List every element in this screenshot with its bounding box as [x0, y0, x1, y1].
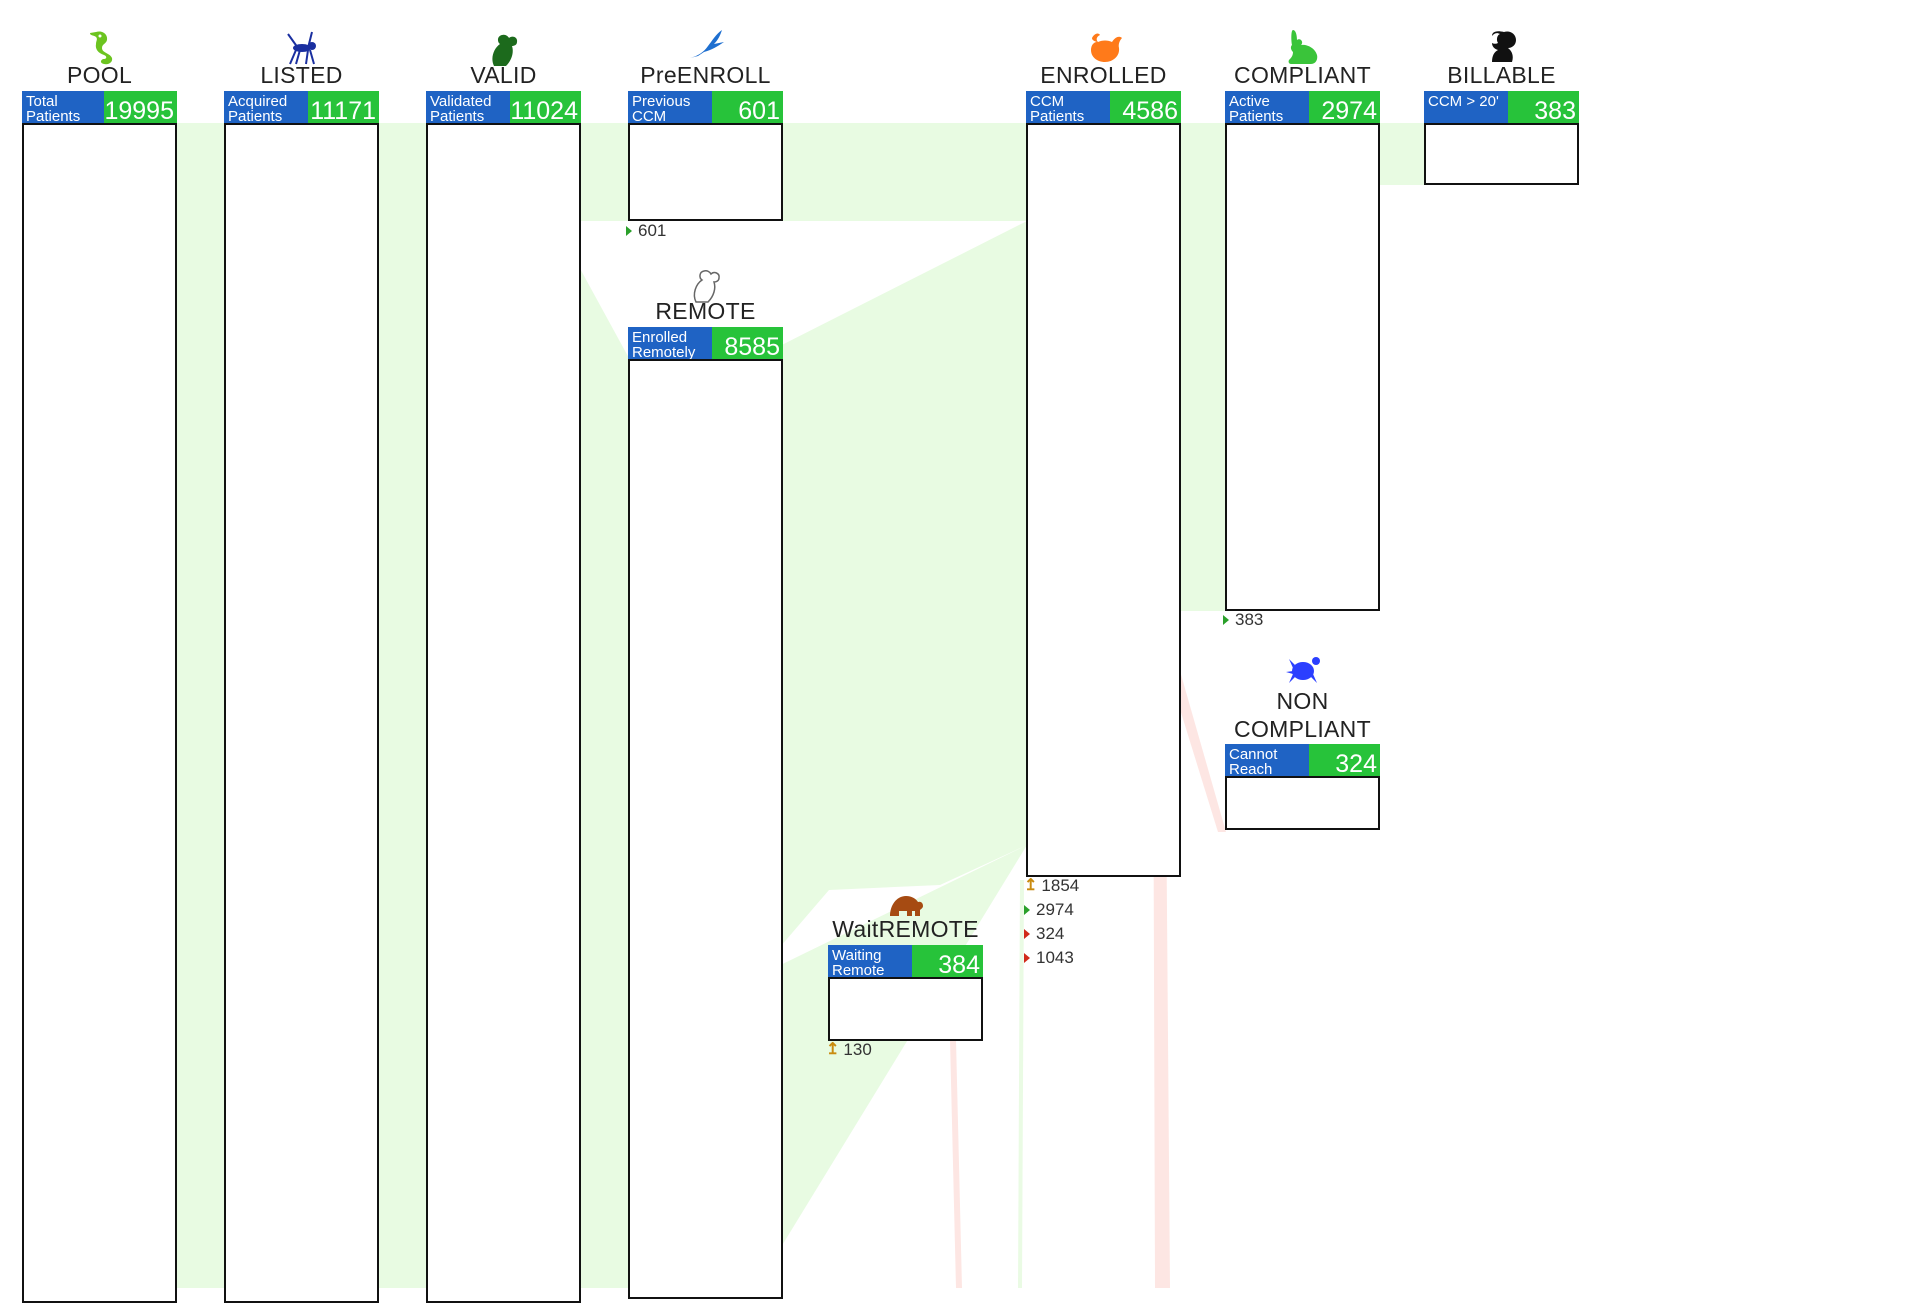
stage-title: POOL: [66, 62, 133, 88]
stage-title: VALID: [470, 62, 537, 88]
ant-icon: [224, 28, 379, 76]
drop-arrow-icon: [1024, 929, 1030, 939]
up-arrow-icon: ↥: [1024, 877, 1038, 894]
stat-value: 1854: [1041, 876, 1080, 895]
stage-title: LISTED: [260, 62, 343, 88]
hen-icon: [1026, 28, 1181, 76]
flow-waitremote-thin: [1018, 880, 1024, 1288]
stage-box: [1225, 776, 1380, 830]
compliant-stats: 383: [1223, 608, 1263, 632]
stage-title: BILLABLE: [1447, 62, 1556, 88]
koala-outline-icon: [628, 264, 783, 312]
stage-title: COMPLIANT: [1234, 62, 1371, 88]
forward-arrow-icon: [1223, 615, 1229, 625]
stage-title: REMOTE: [655, 298, 756, 324]
squirrel-icon: [1424, 28, 1579, 76]
bird-icon: [628, 28, 783, 76]
stat-value: 2974: [1036, 900, 1074, 919]
forward-arrow-icon: [626, 226, 632, 236]
flow-preenroll-enrolled: [756, 123, 1027, 221]
stage-title: WaitREMOTE: [832, 916, 979, 942]
stat-value: 324: [1036, 924, 1065, 943]
stat-value: 383: [1235, 610, 1264, 629]
stage-box: [628, 123, 783, 221]
stage-title: PreENROLL: [640, 62, 771, 88]
stat-value: 130: [843, 1040, 872, 1059]
enrolled-stats: ↥1854 2974 324 1043: [1024, 874, 1079, 970]
flow-waitremote-drop: [950, 1040, 962, 1288]
stage-box: [22, 123, 177, 1303]
koala-icon: [426, 28, 581, 76]
flow-remote-enrolled: [756, 221, 1027, 1288]
stage-box: [1424, 123, 1579, 185]
stage-box: [628, 359, 783, 1299]
stat-value: 1043: [1036, 948, 1074, 967]
stage-title: ENROLLED: [1040, 62, 1167, 88]
rabbit-icon: [1225, 28, 1380, 76]
up-arrow-icon: ↥: [826, 1041, 840, 1058]
forward-arrow-icon: [1024, 905, 1030, 915]
waitremote-stats: ↥130: [826, 1038, 872, 1062]
stat-value: 601: [638, 221, 667, 240]
stage-box: [828, 977, 983, 1041]
seahorse-icon: [22, 28, 177, 76]
stage-box: [1026, 123, 1181, 877]
drop-arrow-icon: [1024, 953, 1030, 963]
stage-box: [426, 123, 581, 1303]
stage-title-line2: COMPLIANT: [1234, 716, 1371, 742]
turtle-icon: [1225, 651, 1380, 699]
stage-title-line1: NON: [1276, 688, 1329, 714]
preenroll-stats: 601: [626, 219, 666, 243]
stage-box: [1225, 123, 1380, 611]
stage-box: [224, 123, 379, 1303]
bear-icon: [828, 882, 983, 930]
